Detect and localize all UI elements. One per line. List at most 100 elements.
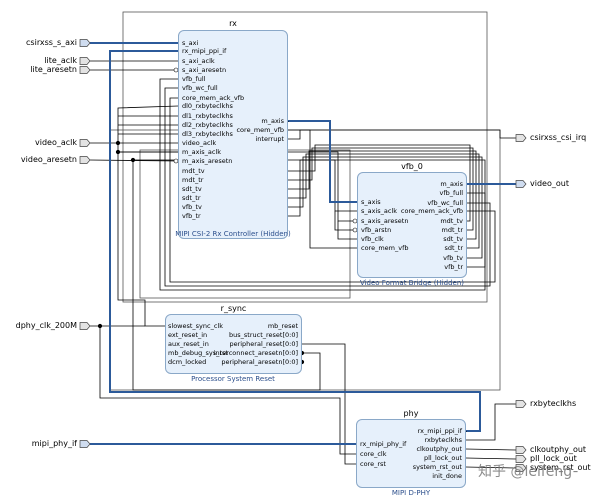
video-aresetn-port[interactable] — [79, 156, 91, 164]
signal-wire — [117, 143, 178, 153]
input-label-csirxss-s-axi: csirxss_s_axi — [26, 38, 77, 47]
clkoutphy-out-port[interactable] — [515, 446, 527, 454]
block-phy[interactable] — [356, 419, 466, 488]
vfb-0-output-pin: sdt_tr — [444, 243, 463, 252]
signal-wire — [337, 221, 357, 240]
vfb-0-output-pin: vfb_tv — [443, 253, 463, 262]
video-aclk-port[interactable] — [79, 139, 91, 147]
input-label-video-aresetn: video_aresetn — [20, 155, 77, 164]
rx-input-pin: mdt_tv — [182, 166, 205, 175]
vfb-0-output-pin: vfb_full — [439, 188, 463, 197]
pll-lock-out-port[interactable] — [515, 455, 527, 463]
block-vfb-0[interactable] — [357, 172, 467, 278]
signal-wire — [117, 105, 179, 143]
phy-input-pin: core_rst — [360, 459, 386, 468]
r-sync-input-pin: ext_reset_in — [168, 330, 208, 339]
csirxss-s-axi-port[interactable] — [79, 39, 91, 47]
junction-dot — [115, 149, 121, 155]
rx-input-pin: s_axi — [182, 38, 199, 47]
signal-wire — [288, 129, 516, 140]
r-sync-input-pin: dcm_locked — [168, 357, 207, 366]
signal-wire — [178, 147, 474, 231]
rx-input-pin: dl2_rxbyteclkhs — [182, 120, 233, 129]
vfb-0-output-pin: mdt_tr — [441, 225, 463, 234]
input-label-dphy-clk-200M: dphy_clk_200M — [15, 321, 77, 330]
output-label-csirxss-csi-irq: csirxss_csi_irq — [530, 133, 587, 142]
lite-aclk-port[interactable] — [79, 57, 91, 65]
rx-output-pin: interrupt — [255, 134, 285, 143]
signal-wire — [132, 160, 321, 391]
rx-input-pin: dl1_rxbyteclkhs — [182, 111, 233, 120]
phy-output-pin: system_rst_out — [412, 462, 462, 471]
vfb-0-output-pin: sdt_tv — [443, 234, 463, 243]
signal-wire — [302, 343, 356, 465]
vfb-0-input-pin: core_mem_vfb — [361, 243, 409, 252]
block-rx-subtitle: MIPI CSI-2 Rx Controller (Hidden) — [175, 230, 291, 238]
bus-m-axis — [288, 120, 357, 203]
frame-outer-top — [122, 11, 488, 303]
vfb-0-input-pin: vfb_arstn — [361, 225, 392, 234]
rx-input-pin: dl0_rxbyteclkhs — [182, 101, 233, 110]
input-label-video-aclk: video_aclk — [34, 138, 77, 147]
r-sync-input-pin: aux_reset_in — [168, 339, 209, 348]
signal-wire — [465, 457, 517, 460]
r-sync-output-pin: mb_reset — [267, 321, 298, 330]
phy-input-pin: rx_mipi_phy_if — [360, 439, 407, 448]
phy-output-pin: init_done — [432, 471, 462, 480]
rx-input-pin: sdt_tr — [182, 193, 201, 202]
lite-aresetn-port[interactable] — [79, 66, 91, 74]
r-sync-output-pin: peripheral_aresetn[0:0] — [221, 357, 298, 366]
vfb-0-output-pin: m_axis — [440, 179, 463, 188]
vfb-0-input-pin: vfb_clk — [361, 234, 384, 243]
vfb-0-input-pin: s_axis_aclk — [361, 206, 398, 215]
vfb-0-output-pin: core_mem_ack_vfb — [400, 206, 463, 215]
rx-input-pin: sdt_tv — [182, 184, 202, 193]
phy-output-pin: pll_lock_out — [423, 453, 462, 462]
input-label-lite-aclk: lite_aclk — [44, 56, 77, 65]
rx-input-pin: s_axi_aresetn — [182, 65, 227, 74]
video-out-port[interactable] — [515, 180, 527, 188]
phy-input-pin: core_clk — [360, 449, 387, 458]
rx-input-pin: mdt_tr — [182, 175, 204, 184]
rx-input-pin: core_mem_ack_vfb — [182, 93, 245, 102]
output-label-video-out: video_out — [530, 179, 569, 188]
block-rx-title: rx — [229, 19, 237, 28]
watermark: 知乎 @leifeng — [478, 464, 573, 480]
block-rx[interactable] — [178, 30, 288, 239]
vfb-0-output-pin: vfb_tr — [444, 262, 463, 271]
rx-output-pin: m_axis — [261, 116, 284, 125]
bus-wires — [90, 42, 516, 445]
system-rst-out-port[interactable] — [515, 464, 527, 472]
vfb-0-output-pin: mdt_tv — [440, 216, 463, 225]
dphy-clk-200M-port[interactable] — [79, 322, 91, 330]
mipi-phy-if-port[interactable] — [79, 440, 91, 448]
input-label-mipi-phy-if: mipi_phy_if — [31, 439, 77, 448]
phy-output-pin: clkoutphy_out — [416, 444, 462, 453]
signal-wire — [117, 152, 165, 327]
rxbyteclkhs-port[interactable] — [515, 400, 527, 408]
rx-input-pin: vfb_full — [182, 74, 206, 83]
vfb-0-output-pin: vfb_wc_full — [427, 198, 463, 207]
r-sync-output-pin: bus_struct_reset[0:0] — [229, 330, 298, 339]
vfb-0-input-pin: s_axis_aresetn — [361, 216, 409, 225]
block-r-sync[interactable] — [165, 314, 302, 374]
signal-wire — [466, 403, 516, 441]
rx-input-pin: vfb_tr — [182, 211, 201, 220]
signal-wire — [169, 97, 496, 283]
phy-output-pin: rxbyteclkhs — [424, 435, 462, 444]
rx-input-pin: video_aclk — [182, 138, 217, 147]
rx-input-pin: dl3_rxbyteclkhs — [182, 129, 233, 138]
csirxss-csi-irq-port[interactable] — [515, 134, 527, 142]
signal-wire — [465, 448, 517, 451]
r-sync-input-pin: mb_debug_sys_rst — [168, 348, 228, 357]
rx-output-pin: core_mem_vfb — [236, 125, 284, 134]
rx-input-pin: vfb_tv — [182, 202, 202, 211]
junction-dot — [130, 157, 136, 163]
r-sync-output-pin: peripheral_reset[0:0] — [229, 339, 298, 348]
r-sync-output-pin: interconnect_aresetn[0:0] — [213, 348, 298, 357]
rx-input-pin: s_axi_aclk — [182, 56, 215, 65]
block-vfb-0-title: vfb_0 — [401, 162, 423, 171]
block-r-sync-subtitle: Processor System Reset — [191, 375, 275, 383]
junction-dot — [97, 323, 103, 329]
